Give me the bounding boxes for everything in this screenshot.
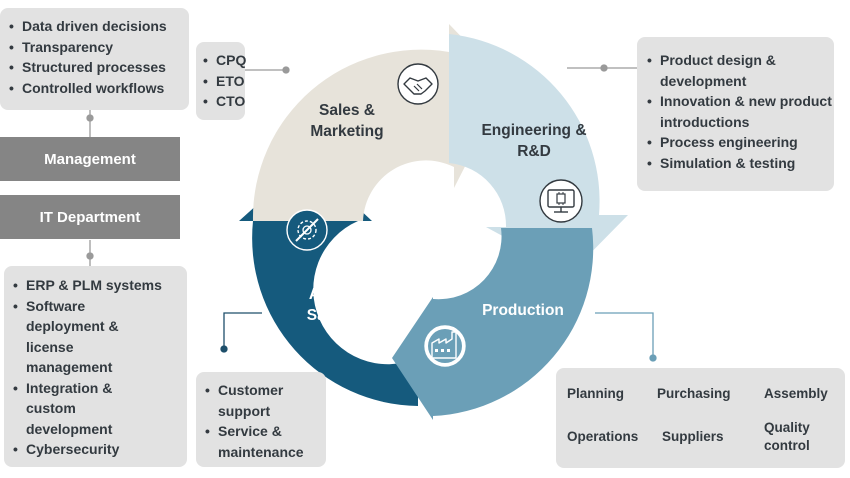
list-item: CTO — [203, 91, 245, 112]
flow-planning: Planning — [567, 386, 624, 401]
decisions-box: Data driven decisions Transparency Struc… — [0, 8, 189, 110]
list-item: ETO — [203, 71, 245, 92]
list-item: Software deployment & license management — [13, 296, 146, 378]
after-sales-list-box: Customer support Service & maintenance — [196, 372, 326, 467]
wrench-gear-icon — [286, 209, 328, 251]
engineering-segment — [449, 34, 628, 273]
sales-segment — [252, 24, 507, 221]
engineering-label: Engineering & R&D — [481, 122, 587, 160]
list-item: ERP & PLM systems — [13, 275, 187, 296]
factory-icon — [424, 325, 466, 367]
sales-label: Sales & Marketing — [310, 102, 384, 140]
list-item: CPQ — [203, 50, 246, 71]
it-box: ERP & PLM systems Software deployment & … — [4, 266, 187, 467]
after-sales-segment — [239, 160, 418, 406]
list-item: Structured processes — [9, 57, 189, 78]
connector-lines-dark — [220, 312, 262, 353]
sales-list-box: CPQ ETO CTO — [196, 42, 246, 120]
list-item: Simulation & testing — [647, 153, 834, 174]
it-department-label: IT Department — [0, 195, 180, 239]
list-item: Integration & custom development — [13, 378, 136, 440]
list-item: Cybersecurity — [13, 439, 187, 460]
production-label: Production — [482, 302, 564, 319]
list-item: Controlled workflows — [9, 78, 189, 99]
production-flow-box — [556, 368, 845, 468]
list-item: Innovation & new product introductions — [647, 91, 840, 132]
list-item: Transparency — [9, 37, 189, 58]
flow-suppliers: Suppliers — [662, 429, 724, 444]
flow-assembly: Assembly — [764, 386, 828, 401]
flow-quality-control: Quality control — [764, 420, 810, 453]
handshake-icon — [397, 63, 439, 105]
engineering-list-box: Product design & development Innovation … — [637, 37, 834, 191]
computer-chip-icon — [539, 179, 583, 223]
list-item: Service & maintenance — [205, 421, 318, 462]
list-item: Customer support — [205, 380, 308, 421]
flow-purchasing: Purchasing — [657, 386, 731, 401]
list-item: Process engineering — [647, 132, 834, 153]
list-item: Data driven decisions — [9, 16, 189, 37]
after-sales-label: After Sales — [306, 286, 348, 324]
management-label: Management — [0, 137, 180, 181]
list-item: Product design & development — [647, 50, 810, 91]
connector-lines — [86, 64, 637, 266]
production-segment — [392, 228, 594, 420]
connector-lines-production — [595, 312, 657, 362]
flow-operations: Operations — [567, 429, 639, 444]
